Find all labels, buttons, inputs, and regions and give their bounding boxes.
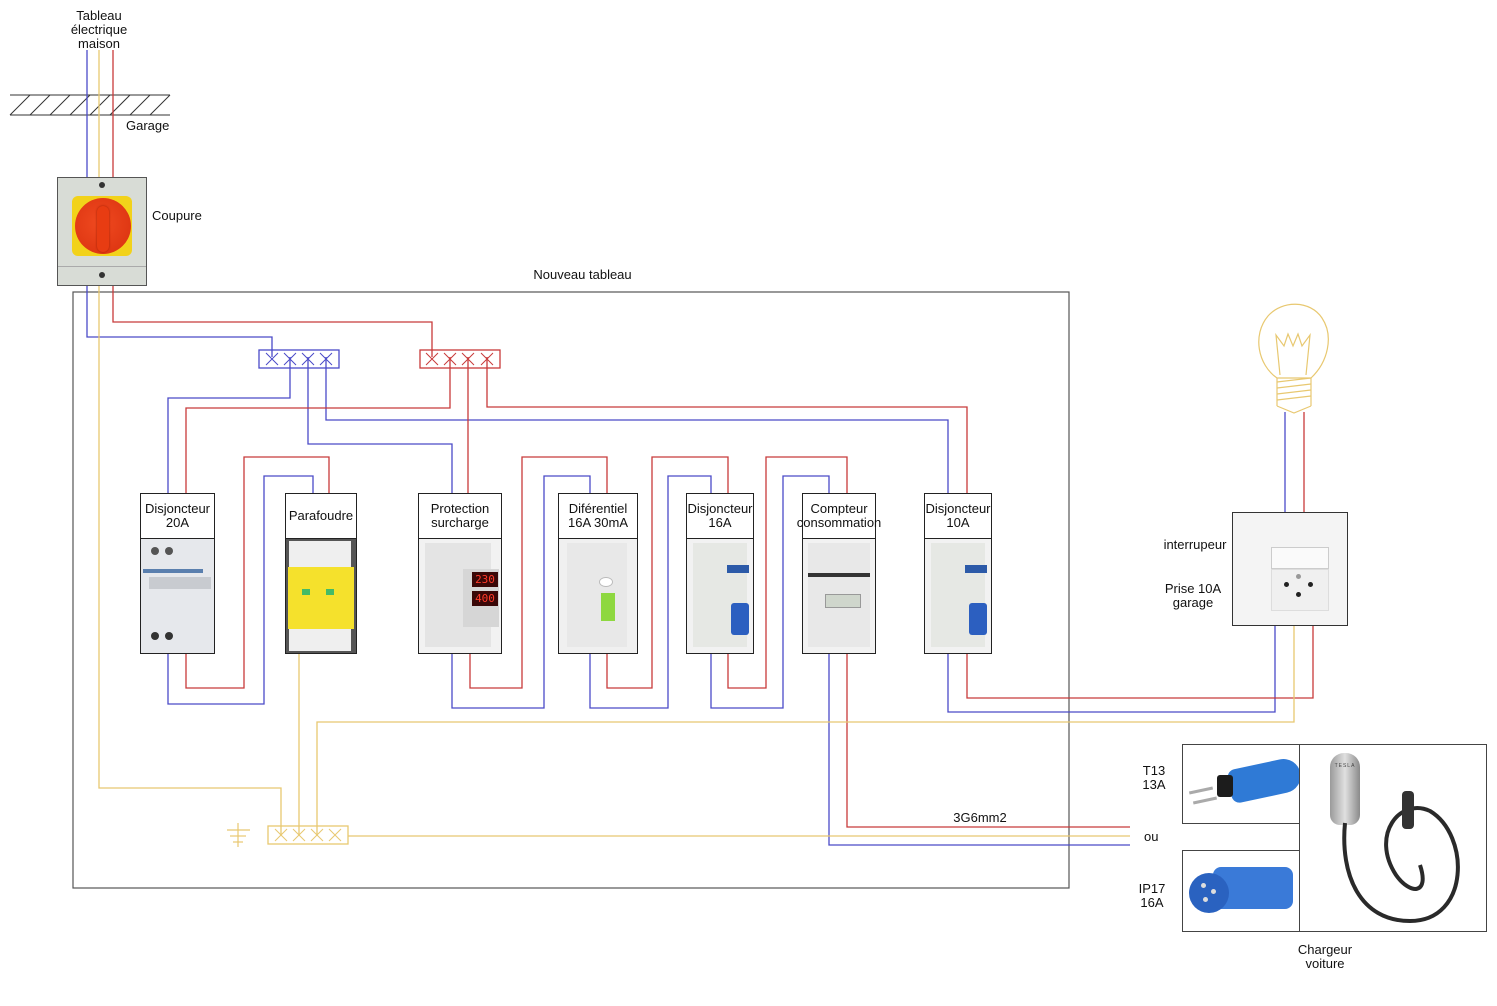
device-title: Disjoncteur 16A <box>687 494 753 539</box>
device-title: Compteur consommation <box>797 494 881 539</box>
socket-label: Prise 10A garage <box>1164 581 1222 610</box>
charger-label: Chargeur voiture <box>1297 942 1353 971</box>
garage-label: Garage <box>126 118 170 133</box>
earth-ground-icon <box>227 823 250 847</box>
device-rcd-16a-30ma[interactable]: Diférentiel 16A 30mA <box>558 493 638 654</box>
device-breaker-20a[interactable]: Disjoncteur 20A <box>140 493 215 654</box>
device-title: Protection surcharge <box>419 494 501 539</box>
light-bulb-icon <box>1258 303 1329 414</box>
device-title: Parafoudre <box>286 494 356 539</box>
wall-connector <box>1330 753 1360 825</box>
main-cutoff-switch[interactable] <box>57 177 147 286</box>
breaker-1p-image <box>687 539 753 653</box>
or-label: ou <box>1144 829 1159 844</box>
switch-bottom-strip <box>58 266 146 267</box>
screw-icon <box>99 272 105 278</box>
earth-wires <box>98 286 1295 845</box>
device-voltage-protector[interactable]: Protection surcharge 230 400 <box>418 493 502 654</box>
surge-arrester-image <box>286 539 356 653</box>
breaker-2p-image <box>141 539 214 653</box>
plug-t13-image <box>1182 744 1300 824</box>
rcd-image <box>559 539 637 653</box>
phase-terminal-block <box>425 352 494 366</box>
phase-wires <box>112 286 1314 828</box>
new-panel-enclosure <box>72 291 1070 889</box>
voltage-protector-image: 230 400 <box>419 539 501 653</box>
energy-meter-image <box>803 539 875 653</box>
neutral-wires <box>86 286 1286 846</box>
cable-label: 3G6mm2 <box>953 810 1007 825</box>
switch-rocker[interactable] <box>1271 547 1329 569</box>
house-panel-label: Tableau électrique maison <box>70 8 128 51</box>
plug-t13-label: T13 13A <box>1142 763 1166 792</box>
neutral-terminal-block <box>265 352 333 366</box>
charging-cable <box>1342 791 1460 924</box>
voltage-display: 230 <box>472 572 498 587</box>
cutoff-label: Coupure <box>152 208 202 223</box>
screw-icon <box>99 182 105 188</box>
plug-ip17-label: IP17 16A <box>1138 881 1166 910</box>
device-breaker-10a[interactable]: Disjoncteur 10A <box>924 493 992 654</box>
new-panel-label: Nouveau tableau <box>533 267 632 282</box>
switch-socket-unit[interactable] <box>1232 512 1348 626</box>
charger-brand: TESLA <box>1334 763 1356 769</box>
knob-handle <box>97 206 109 252</box>
switch-label: interrupeur <box>1163 537 1227 552</box>
garage-wall <box>9 94 171 116</box>
earth-terminal-block <box>274 828 342 842</box>
device-title: Disjoncteur 20A <box>141 494 214 539</box>
socket-outlet[interactable] <box>1271 569 1329 611</box>
device-surge-arrester[interactable]: Parafoudre <box>285 493 357 654</box>
device-title: Diférentiel 16A 30mA <box>559 494 637 539</box>
car-charger-image: TESLA <box>1299 744 1487 932</box>
device-breaker-16a[interactable]: Disjoncteur 16A <box>686 493 754 654</box>
device-title: Disjoncteur 10A <box>925 494 991 539</box>
plug-ip17-image <box>1182 850 1300 932</box>
breaker-1p-image <box>925 539 991 653</box>
current-display: 400 <box>472 591 498 606</box>
incoming-wires <box>86 50 114 178</box>
device-energy-meter[interactable]: Compteur consommation <box>797 493 881 654</box>
